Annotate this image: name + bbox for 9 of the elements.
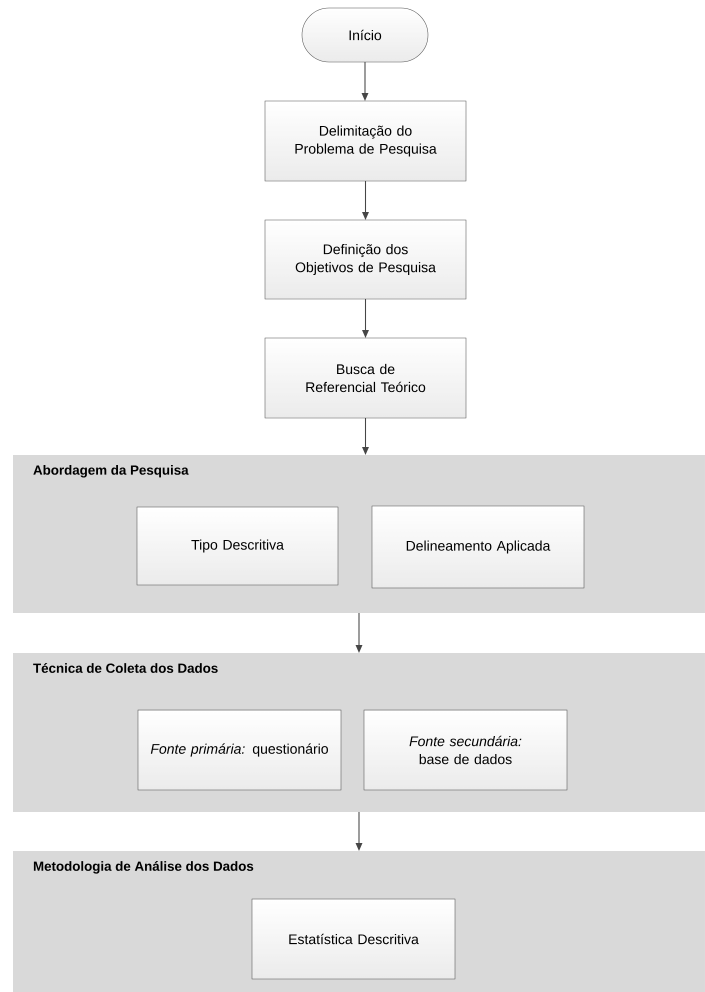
process-box: Busca de Referencial Teórico — [264, 338, 466, 418]
start-terminal: Início — [302, 8, 428, 62]
process-box: Delimitação do Problema de Pesquisa — [264, 100, 466, 182]
process-box: Fonte secundária: base de dados — [364, 710, 568, 790]
process-box: Delineamento Aplicada — [372, 506, 584, 588]
process-box: Estatística Descritiva — [252, 898, 456, 980]
process-box: Fonte primária: questionário — [138, 710, 342, 790]
process-box: Definição dos Objetivos de Pesquisa — [264, 220, 466, 300]
process-box: Tipo Descritiva — [136, 506, 338, 586]
